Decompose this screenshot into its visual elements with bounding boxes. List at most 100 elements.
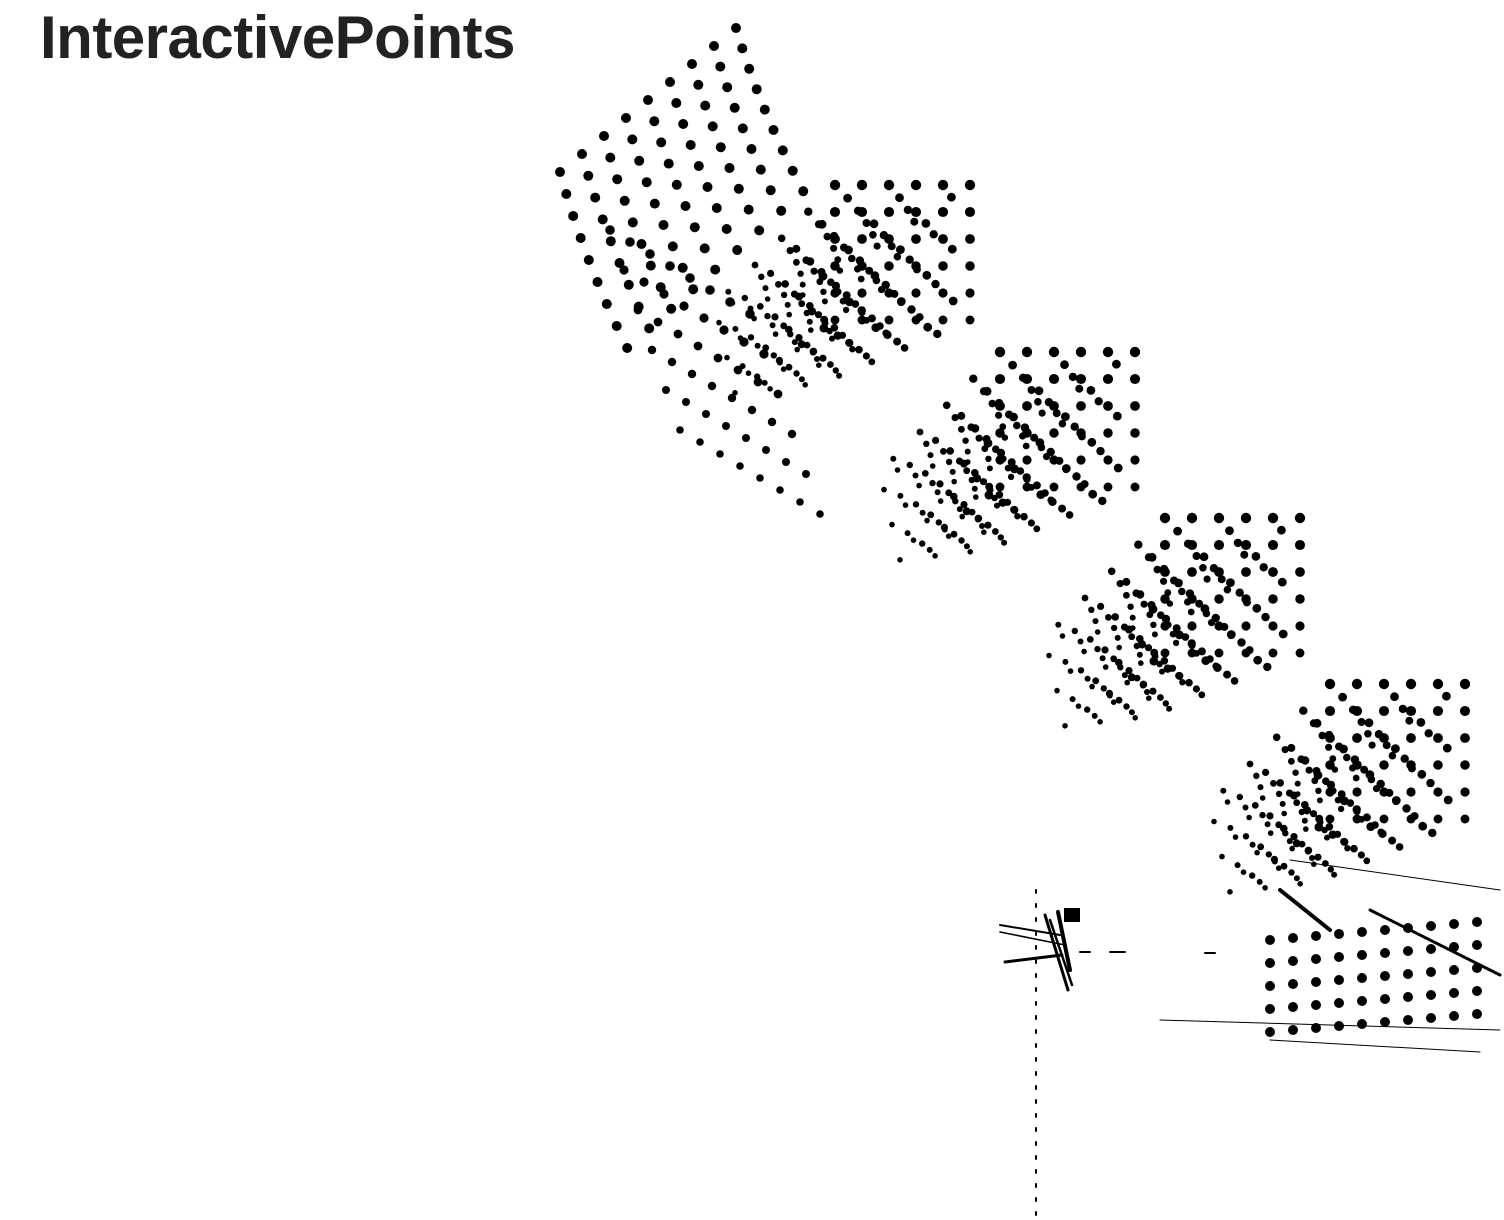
point[interactable] [1334,952,1344,962]
point[interactable] [1277,577,1287,587]
point[interactable] [865,266,874,275]
point[interactable] [1128,709,1135,716]
point[interactable] [693,79,704,90]
point[interactable] [1402,804,1411,813]
point[interactable] [1261,612,1270,622]
point[interactable] [1156,660,1163,668]
point[interactable] [747,334,755,341]
point[interactable] [1160,648,1170,658]
point[interactable] [627,134,638,145]
point[interactable] [780,366,787,373]
point[interactable] [1301,801,1309,809]
point[interactable] [1382,741,1391,750]
point[interactable] [832,367,839,374]
point[interactable] [1232,834,1239,840]
point[interactable] [937,498,944,504]
point[interactable] [814,220,823,229]
point[interactable] [1301,817,1308,824]
point[interactable] [829,206,841,218]
point[interactable] [849,346,856,353]
point[interactable] [1311,777,1319,785]
point[interactable] [647,345,657,355]
point[interactable] [1195,599,1204,608]
point[interactable] [902,502,909,508]
point[interactable] [829,335,835,342]
point[interactable] [1349,764,1357,772]
point[interactable] [982,435,991,443]
point[interactable] [1092,618,1099,625]
point[interactable] [663,158,674,169]
point[interactable] [755,164,766,175]
point[interactable] [984,521,992,529]
point[interactable] [1334,998,1344,1008]
point[interactable] [1186,512,1198,524]
point[interactable] [927,452,934,459]
point[interactable] [1048,346,1060,358]
point[interactable] [725,297,735,307]
point[interactable] [1311,861,1317,867]
point[interactable] [1087,437,1097,447]
point[interactable] [1144,689,1150,695]
point[interactable] [767,386,773,392]
point[interactable] [1294,780,1301,787]
point[interactable] [1288,956,1298,966]
point[interactable] [1329,787,1337,795]
point[interactable] [858,308,866,317]
point[interactable] [702,182,713,192]
point[interactable] [929,479,936,487]
point[interactable] [1144,553,1153,562]
point[interactable] [729,102,740,113]
point[interactable] [946,447,954,455]
point[interactable] [940,448,947,455]
point[interactable] [1288,933,1298,943]
point[interactable] [1061,412,1070,421]
point[interactable] [836,267,844,274]
point[interactable] [1055,621,1062,628]
point[interactable] [1134,540,1143,549]
point[interactable] [1257,784,1264,791]
point[interactable] [938,234,948,244]
point[interactable] [656,137,667,148]
point[interactable] [1003,498,1012,506]
point[interactable] [1164,621,1172,629]
point[interactable] [693,341,703,351]
point[interactable] [1433,760,1443,770]
point[interactable] [1322,777,1330,785]
point[interactable] [687,369,697,379]
point[interactable] [1293,799,1301,807]
point[interactable] [575,233,586,243]
point[interactable] [829,231,839,241]
point[interactable] [1271,858,1278,865]
point[interactable] [1234,862,1241,869]
point[interactable] [798,186,809,197]
point[interactable] [1147,601,1156,609]
point[interactable] [756,303,764,310]
point[interactable] [1099,655,1106,662]
point[interactable] [937,179,949,191]
point[interactable] [1157,611,1165,619]
point[interactable] [785,363,793,371]
point[interactable] [994,346,1006,358]
point[interactable] [802,470,810,478]
point[interactable] [1327,866,1335,873]
point[interactable] [667,357,677,367]
point[interactable] [1276,779,1284,787]
point[interactable] [1311,1023,1321,1033]
point[interactable] [775,281,782,288]
point[interactable] [803,309,810,317]
point[interactable] [1136,651,1143,658]
point[interactable] [1331,871,1338,878]
point[interactable] [1230,677,1239,685]
point[interactable] [1315,787,1322,794]
point[interactable] [1130,401,1140,411]
point[interactable] [1175,672,1182,679]
point[interactable] [1084,675,1091,682]
point[interactable] [817,268,826,276]
point[interactable] [1151,652,1159,660]
point[interactable] [1352,787,1362,797]
point[interactable] [1086,636,1094,643]
point[interactable] [1075,373,1087,385]
point[interactable] [709,41,719,51]
point[interactable] [1297,881,1303,887]
point[interactable] [724,163,735,173]
